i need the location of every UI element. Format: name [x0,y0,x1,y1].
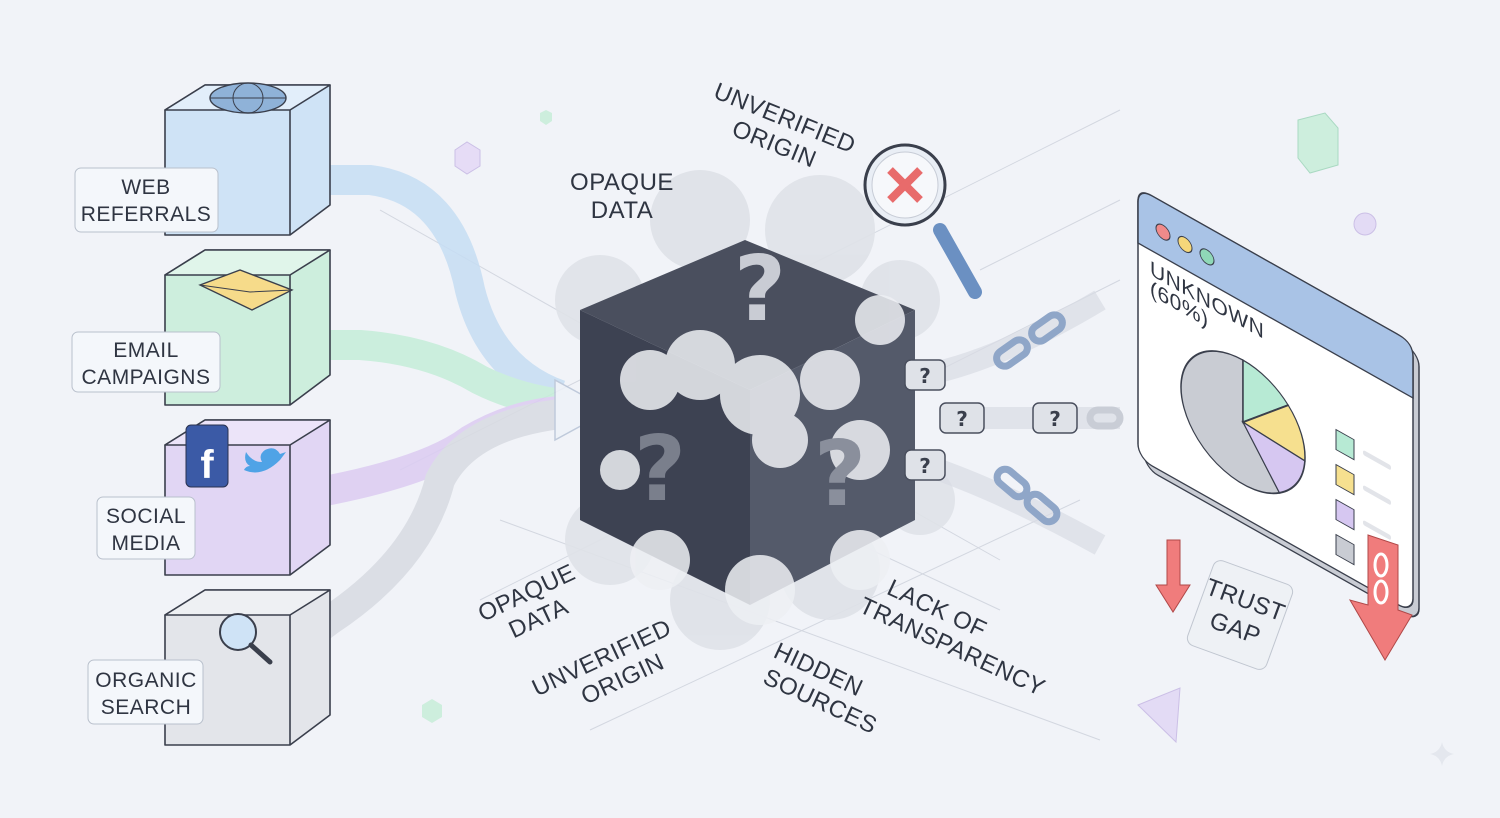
question-badge: ? [1032,402,1078,434]
cube-decoration [1297,112,1339,174]
question-mark-right: ? [814,422,866,527]
circle-decoration [1353,212,1377,236]
source-label: MEDIA [111,532,180,555]
opaque-black-box-cube: ? ? ? [555,170,955,650]
source-label: SOCIAL [106,505,186,528]
globe-icon [209,82,287,114]
red-down-arrow-large [1348,534,1413,661]
source-label: CAMPAIGNS [82,366,211,389]
triangle-decoration [1137,687,1181,744]
source-social-media: f SOCIAL MEDIA [96,419,331,576]
hexagon-decoration [454,141,481,175]
trust-gap-label: TRUSTGAP [1186,560,1294,670]
broken-chain-icon [1373,552,1389,605]
svg-text:f: f [200,443,214,487]
svg-text:?: ? [919,364,931,388]
pie-slice [1180,350,1281,495]
question-mark-top: ? [734,237,786,342]
source-web-referrals: WEB REFERRALS [74,82,331,236]
window-close-dot [1155,223,1171,241]
unverified-magnifier-icon [863,143,982,299]
source-label: EMAIL [113,339,179,362]
source-label: SEARCH [101,696,192,719]
source-organic-search: ORGANIC SEARCH [87,589,331,746]
pie-chart [1180,350,1306,495]
source-label: WEB [121,176,170,199]
pie-slice [1241,420,1306,494]
svg-text:?: ? [1049,407,1061,431]
label-lack-of-transparency: LACK OFTRANSPARENCY [855,567,1061,702]
social-logos-icon: f [185,424,286,488]
hexagon-decoration [540,110,552,125]
red-x-icon [887,167,923,203]
pie-legend [1335,428,1391,566]
label-unverified-origin-bottom: UNVERIFIEDORIGIN [528,614,688,727]
question-mark-left: ? [634,417,686,522]
envelope-icon [198,269,294,311]
analytics-dashboard-window: UNKNOWN(60%) [1137,192,1420,618]
red-down-arrow-small [1155,539,1191,613]
hexagon-decoration [422,699,442,723]
window-minimize-dot [1177,235,1193,254]
source-label: ORGANIC [95,669,197,692]
window-maximize-dot [1199,248,1215,266]
broken-chain-icon [993,311,1124,526]
source-label: REFERRALS [81,203,212,226]
label-unverified-origin-top: UNVERIFIEDORIGIN [699,78,859,185]
source-email-campaigns: EMAIL CAMPAIGNS [71,249,331,406]
sparkle-icon [1430,742,1454,766]
magnifier-icon [219,613,273,665]
question-badge: ? [939,402,985,434]
label-hidden-sources: HIDDENSOURCES [758,638,893,740]
svg-text:?: ? [919,454,931,478]
question-badge: ? [904,359,946,391]
question-badge: ? [904,449,946,481]
svg-text:?: ? [956,407,968,431]
